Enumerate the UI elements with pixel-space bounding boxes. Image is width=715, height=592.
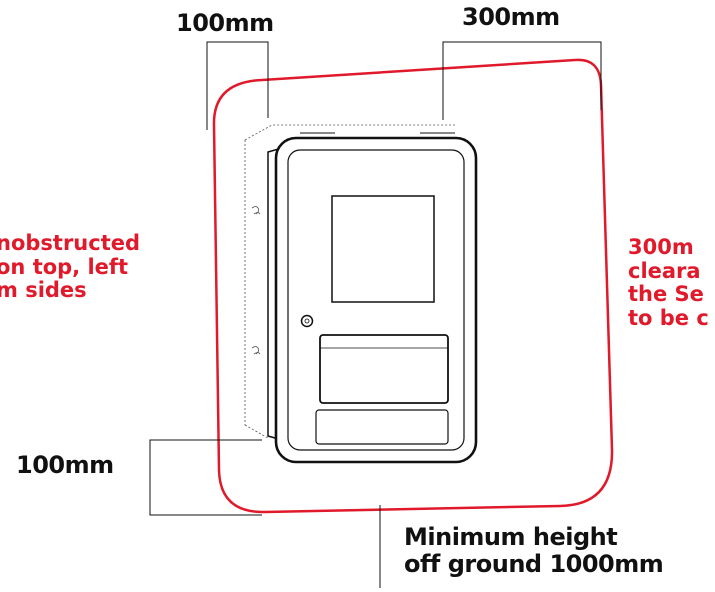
fixing-marks <box>251 206 261 355</box>
dim-label-bottom-left: 100mm <box>16 451 114 479</box>
note-bottom: Minimum height off ground 1000mm <box>404 523 664 578</box>
clearance-outline <box>212 58 614 514</box>
enclosure <box>274 136 478 464</box>
dim-line-top-left <box>206 41 269 130</box>
dim-label-top-left: 100mm <box>176 9 274 37</box>
back-plate <box>244 124 455 439</box>
note-right: 300m cleara the Se to be c <box>628 235 709 330</box>
front-panel <box>319 334 449 404</box>
label-slot <box>315 409 449 445</box>
dimension-lines <box>149 41 602 588</box>
dim-line-bottom-left <box>149 439 262 516</box>
display-window <box>331 195 435 303</box>
dim-label-top-right: 300mm <box>462 3 560 31</box>
note-left: nobstructed on top, left m sides <box>0 231 141 303</box>
dim-line-top-right <box>442 41 602 120</box>
